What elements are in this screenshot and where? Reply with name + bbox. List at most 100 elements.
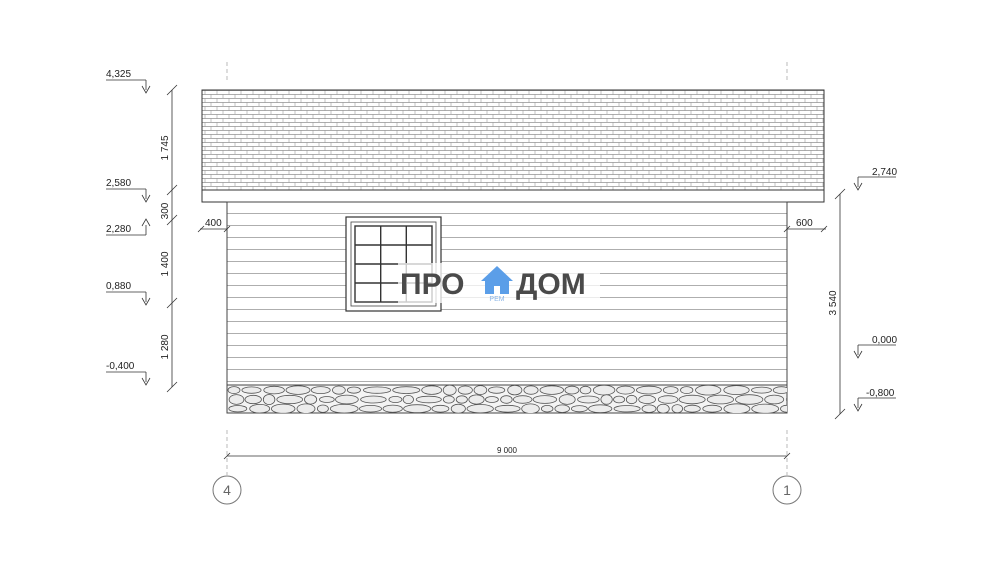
left-elevation-markers <box>106 79 151 386</box>
axis-label-right: 1 <box>783 482 791 498</box>
plinth-stone <box>392 386 421 394</box>
width-dimension-line <box>223 452 791 460</box>
plinth-stone <box>319 396 335 403</box>
grid-axis-lines <box>226 62 788 475</box>
plinth-stone <box>388 395 403 403</box>
overhang-left: 400 <box>205 218 222 229</box>
plinth-stone <box>764 394 785 405</box>
plinth-stone <box>494 404 521 413</box>
plinth-stone <box>296 403 316 413</box>
elevation-mark-0880: 0,880 <box>106 281 131 292</box>
dim-300: 300 <box>160 202 171 219</box>
plinth-stone <box>402 394 414 404</box>
plinth-stone <box>382 404 403 413</box>
plinth-stone <box>554 404 570 413</box>
dim-9000: 9 000 <box>497 446 518 455</box>
plinth-stone <box>678 394 706 405</box>
plinth-stone <box>625 394 638 405</box>
plinth-stone <box>671 404 683 413</box>
plinth-stone <box>431 404 450 413</box>
plinth-stone <box>723 385 750 396</box>
left-dimension-line <box>166 84 178 393</box>
plinth-stone <box>613 405 641 413</box>
plinth-stone <box>228 394 245 405</box>
stone-plinth <box>226 384 788 414</box>
plinth-stone <box>638 394 656 404</box>
plinth-stone <box>244 394 262 405</box>
dim-1745: 1 745 <box>160 135 171 160</box>
elevation-mark-2740: 2,740 <box>872 167 897 178</box>
plinth-stone <box>487 386 506 394</box>
plinth-stone <box>358 405 382 413</box>
plinth-stone <box>695 385 722 396</box>
overhang-dimension-lines <box>197 225 828 233</box>
plinth-stone <box>785 397 787 402</box>
plinth-stone <box>571 405 588 413</box>
house-icon <box>481 266 513 294</box>
plinth-stone <box>310 386 331 395</box>
plinth-stone <box>613 395 626 404</box>
plinth-stone <box>579 385 592 395</box>
plinth-stone <box>539 385 565 395</box>
plinth-stone <box>329 404 359 413</box>
plinth-stone <box>507 385 523 396</box>
roof <box>201 89 825 203</box>
plinth-stone <box>521 403 540 413</box>
plinth-stone <box>335 394 359 405</box>
plinth-stone <box>466 404 494 413</box>
plinth-stone <box>346 386 361 394</box>
elevation-mark-2580: 2,580 <box>106 178 131 189</box>
plinth-stone <box>780 404 787 413</box>
plinth-stone <box>662 386 679 395</box>
elevation-mark-0000: 0,000 <box>872 335 897 346</box>
plinth-stone <box>657 395 679 404</box>
plinth-stone <box>772 386 787 394</box>
plinth-stone <box>656 403 670 413</box>
plinth-stone <box>541 405 554 413</box>
elevation-mark-minus-0400: -0,400 <box>106 361 135 372</box>
plinth-stone <box>332 385 346 395</box>
plinth-stone <box>468 394 485 405</box>
plinth-stone <box>285 385 311 395</box>
plinth-stone <box>276 394 304 405</box>
roof-fascia <box>201 189 825 203</box>
plinth-stone <box>271 403 296 413</box>
right-elevation-markers <box>853 176 896 412</box>
right-dimension-line <box>834 188 846 420</box>
plinth-stone <box>304 394 318 405</box>
logo-subtext: РЕМ <box>489 296 504 303</box>
logo-text-left: ПРО <box>400 268 465 301</box>
plinth-stone <box>636 385 662 395</box>
plinth-stone <box>751 403 780 413</box>
plinth-stone <box>532 395 558 404</box>
elevation-mark-minus-0800: -0,800 <box>866 388 895 399</box>
plinth-stone <box>723 403 751 413</box>
plinth-stone <box>484 396 499 403</box>
plinth-stone <box>523 385 539 395</box>
plinth-stone <box>680 386 694 395</box>
plinth-stone <box>592 385 616 396</box>
plinth-stone <box>577 395 600 404</box>
plinth-stone <box>442 385 457 396</box>
plinth-stone <box>513 395 533 404</box>
axis-label-left: 4 <box>223 482 231 498</box>
plinth-stone <box>262 394 276 405</box>
axis-marker-right: 1 <box>772 475 802 505</box>
plinth-stone <box>455 395 468 404</box>
dim-3540: 3 540 <box>828 290 839 315</box>
elevation-mark-4325: 4,325 <box>106 69 131 80</box>
logo-text-right: ДОМ <box>516 268 586 301</box>
plinth-stone <box>641 404 657 413</box>
plinth-stone <box>450 403 466 413</box>
plinth-stone <box>421 385 443 395</box>
plinth-stone <box>751 386 772 394</box>
plinth-stone <box>263 385 285 395</box>
plinth-stone <box>228 405 248 413</box>
plinth-stone <box>616 385 635 395</box>
dim-1280: 1 280 <box>160 334 171 359</box>
plinth-stone <box>442 395 455 404</box>
plinth-stone <box>683 404 701 413</box>
plinth-stone <box>735 394 764 405</box>
plinth-stone <box>473 385 488 396</box>
plinth-stone <box>415 395 442 404</box>
